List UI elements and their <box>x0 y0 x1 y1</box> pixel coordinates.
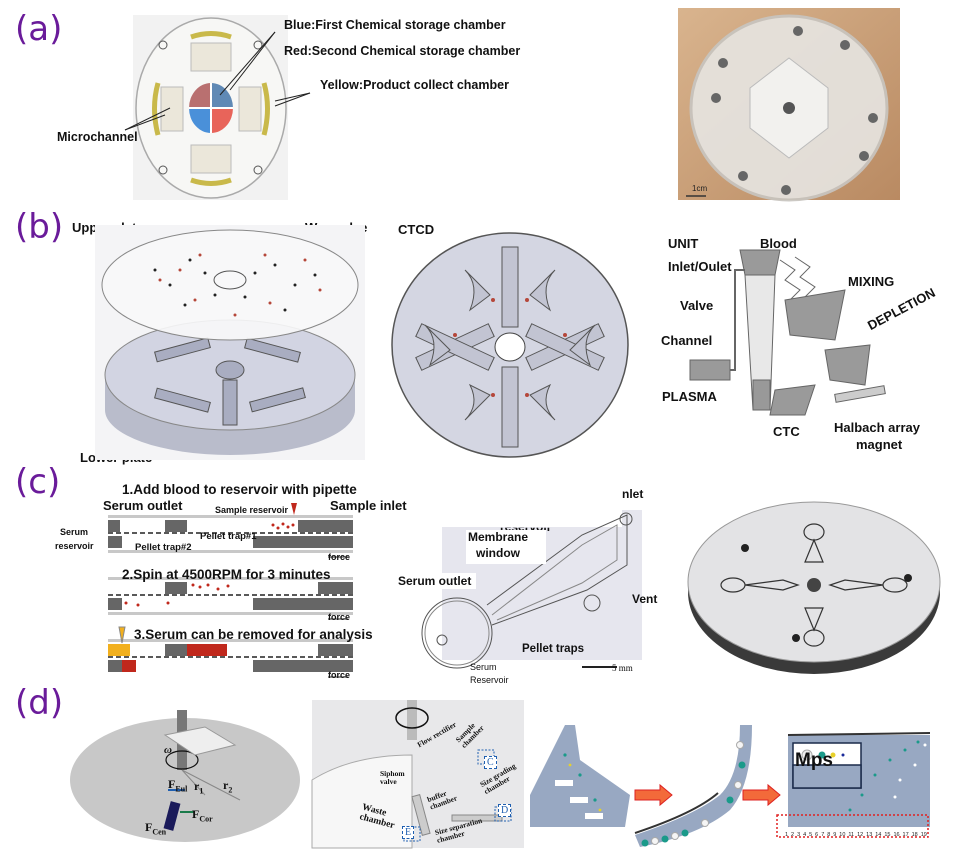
rotating-disc-forces <box>70 710 300 842</box>
label-membrane: Membrane <box>468 530 529 544</box>
serum-separation-schematic <box>108 503 353 678</box>
outlet-number: 18 <box>911 832 918 838</box>
outlet-number: 7 <box>821 832 825 838</box>
unit-exploded-diagram <box>689 249 886 416</box>
panel-label-b: (b) <box>15 207 64 247</box>
label-window: window <box>476 546 520 560</box>
f-cor-subscript: Cor <box>199 814 213 824</box>
label-yellow-chamber: Yellow:Product collect chamber <box>320 78 509 92</box>
panel-label-d: (d) <box>15 683 64 723</box>
label-blue-chamber: Blue:First Chemical storage chamber <box>284 18 506 32</box>
label-unit: UNIT <box>668 236 699 251</box>
label-plasma: PLASMA <box>662 389 717 404</box>
label-f-cen: FCen <box>145 820 166 836</box>
outlet-number: 9 <box>833 832 837 838</box>
outlet-number: 3 <box>797 832 801 838</box>
f-eul-symbol: F <box>168 777 176 791</box>
label-force-2: force <box>328 612 351 622</box>
serum-outlet-label-bg <box>396 573 476 589</box>
outlet-number: 13 <box>866 832 873 838</box>
membrane-label-bg <box>466 530 546 564</box>
label-channel: Channel <box>661 333 713 348</box>
acrylic-disc-render <box>687 501 941 674</box>
disc-a-diagram <box>133 15 288 200</box>
size-separation-chip <box>311 700 524 849</box>
label-r2: r2 <box>223 778 232 794</box>
label-reservoir: reservoir <box>55 541 94 551</box>
panel-label-a: (a) <box>15 9 63 49</box>
label-ctc: CTC <box>773 424 800 439</box>
label-serum: Serum <box>60 527 89 537</box>
callout-box-c: C <box>484 756 497 769</box>
label-valve: Valve <box>680 298 714 313</box>
label-ctcd: CTCD <box>398 222 435 237</box>
label-force-3: force <box>328 670 351 680</box>
disc-a-photo <box>678 8 900 202</box>
callout-box-e: E <box>402 826 415 839</box>
label-red-chamber: Red:Second Chemical storage chamber <box>284 44 521 58</box>
outlet-number: 14 <box>875 832 882 838</box>
r2-subscript: 2 <box>228 785 233 795</box>
outlet-number: 4 <box>803 832 807 838</box>
label-blood: Blood <box>760 236 797 251</box>
outlet-number: 17 <box>902 832 909 838</box>
label-serum-outlet: Serum outlet <box>103 498 183 513</box>
panel-label-c: (c) <box>15 462 61 502</box>
label-inlet-outlet: Inlet/Oulet <box>668 259 732 274</box>
label-vent: Vent <box>632 592 658 606</box>
outlet-number: 19 <box>920 832 927 838</box>
ctcd-disc <box>391 232 629 458</box>
callout-box-d: D <box>498 804 512 817</box>
f-cen-subscript: Cen <box>152 827 167 837</box>
label-mps: Mps <box>795 750 833 771</box>
outlet-number: 15 <box>884 832 891 838</box>
outlet-number: 11 <box>848 832 855 838</box>
f-eul-subscript: Eul <box>175 784 188 794</box>
label-pellet-traps: Pellet traps <box>522 643 584 655</box>
r2-symbol: r <box>223 778 229 792</box>
label-sample-reservoir: Sample reservoir <box>215 505 289 515</box>
label-f-eul: FEul <box>168 777 187 793</box>
label-omega: ω <box>164 744 172 756</box>
step-2-text: 2.Spin at 4500RPM for 3 minutes <box>122 567 331 582</box>
label-microchannel: Microchannel <box>57 130 138 144</box>
label-serum-cad: Serum <box>470 662 497 672</box>
label-r1: r1 <box>194 779 203 795</box>
f-cen-symbol: F <box>145 820 153 834</box>
label-mixing: MIXING <box>848 274 895 289</box>
label-serum-outlet-cad: Serum outlet <box>398 574 472 588</box>
outlet-number: 8 <box>827 832 831 838</box>
outlet-number: 12 <box>857 832 864 838</box>
step-1-text: 1.Add blood to reservoir with pipette <box>122 482 357 497</box>
outlet-number: 10 <box>839 832 846 838</box>
label-halbach-array: Halbach array <box>834 420 920 435</box>
label-pellet-trap-1: Pellet trap#1 <box>200 531 257 542</box>
outlet-number: 16 <box>893 832 900 838</box>
label-siphon-valve: Siphom valve <box>380 769 405 787</box>
outlet-number: 5 <box>809 832 813 838</box>
leader-lines-a <box>124 31 311 131</box>
label-inlet-cad: nlet <box>622 487 644 501</box>
label-magnet: magnet <box>856 437 903 452</box>
step-3-text: 3.Serum can be removed for analysis <box>134 627 373 642</box>
photo-scale-bar: 1cm <box>692 184 708 193</box>
r1-symbol: r <box>194 779 200 793</box>
outlet-number: 6 <box>815 832 819 838</box>
r1-subscript: 1 <box>199 786 204 796</box>
label-reservoir2-cad: Reservoir <box>470 675 509 685</box>
label-f-cor: FCor <box>192 807 213 823</box>
label-sample-inlet: Sample inlet <box>330 498 407 513</box>
label-pellet-trap-2: Pellet trap#2 <box>135 542 192 553</box>
label-force-1: force <box>328 552 351 562</box>
scale-bar-5mm: 5 mm <box>612 663 633 673</box>
exploded-disc-view <box>95 225 365 460</box>
f-cor-symbol: F <box>192 807 200 821</box>
outlet-number: 2 <box>791 832 795 838</box>
particle-sorting-sequence <box>530 725 931 847</box>
outlet-number: 1 <box>785 832 789 838</box>
